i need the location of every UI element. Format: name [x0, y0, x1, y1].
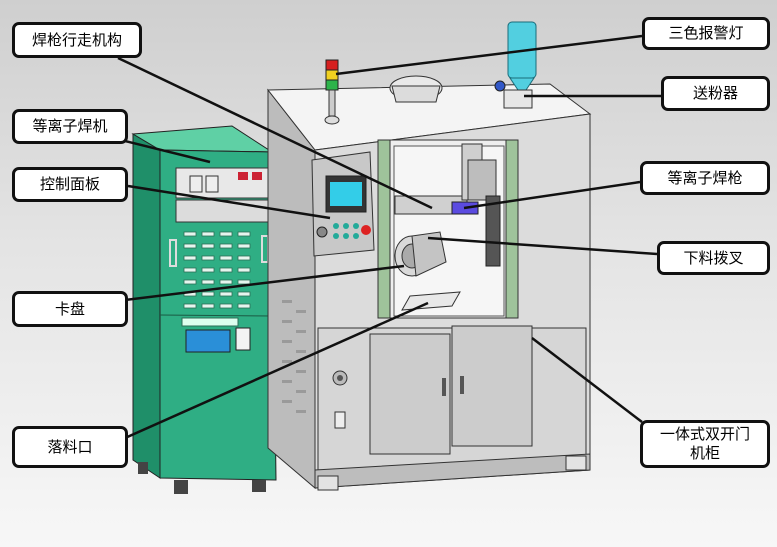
main-machine-frame [266, 21, 592, 491]
label-plasma-welder-text: 等离子焊机 [32, 117, 108, 135]
label-cabinet-line2: 机柜 [689, 444, 720, 462]
label-cabinet-line1: 一体式双开门 [659, 425, 750, 443]
label-unloading-fork-text: 下料拨叉 [683, 248, 744, 267]
plasma-welder-cabinet [131, 125, 277, 494]
label-unloading-fork: 下料拨叉 [657, 241, 770, 275]
label-control-panel: 控制面板 [12, 167, 128, 202]
leader-chuck [124, 264, 405, 302]
label-tri-color-lamp: 三色报警灯 [642, 17, 770, 50]
leader-welding-gun-travel [117, 56, 433, 210]
label-powder-feeder: 送粉器 [661, 76, 770, 111]
label-plasma-gun: 等离子焊枪 [640, 161, 770, 195]
label-welding-gun-travel: 焊枪行走机构 [12, 22, 142, 58]
label-chuck-text: 卡盘 [54, 299, 85, 318]
control-panel-drawing [311, 151, 375, 257]
label-powder-feeder-text: 送粉器 [692, 84, 738, 102]
label-control-panel-text: 控制面板 [39, 175, 100, 193]
label-cabinet: 一体式双开门 机柜 [640, 420, 770, 468]
leader-lines [117, 34, 662, 440]
leader-tri-color-lamp [335, 34, 643, 76]
leader-cabinet [531, 337, 643, 423]
leader-drop-port [124, 301, 429, 440]
label-drop-port-text: 落料口 [47, 437, 93, 456]
leader-plasma-welder [124, 139, 211, 164]
label-plasma-gun-text: 等离子焊枪 [667, 168, 743, 187]
label-chuck: 卡盘 [12, 291, 128, 327]
leader-plasma-gun [463, 180, 641, 210]
label-tri-color-lamp-text: 三色报警灯 [668, 24, 744, 42]
label-plasma-welder: 等离子焊机 [12, 109, 128, 144]
leader-control-panel [127, 184, 331, 220]
label-welding-gun-travel-text: 焊枪行走机构 [31, 30, 122, 49]
label-drop-port: 落料口 [12, 426, 128, 468]
leader-unloading-fork [427, 236, 658, 256]
